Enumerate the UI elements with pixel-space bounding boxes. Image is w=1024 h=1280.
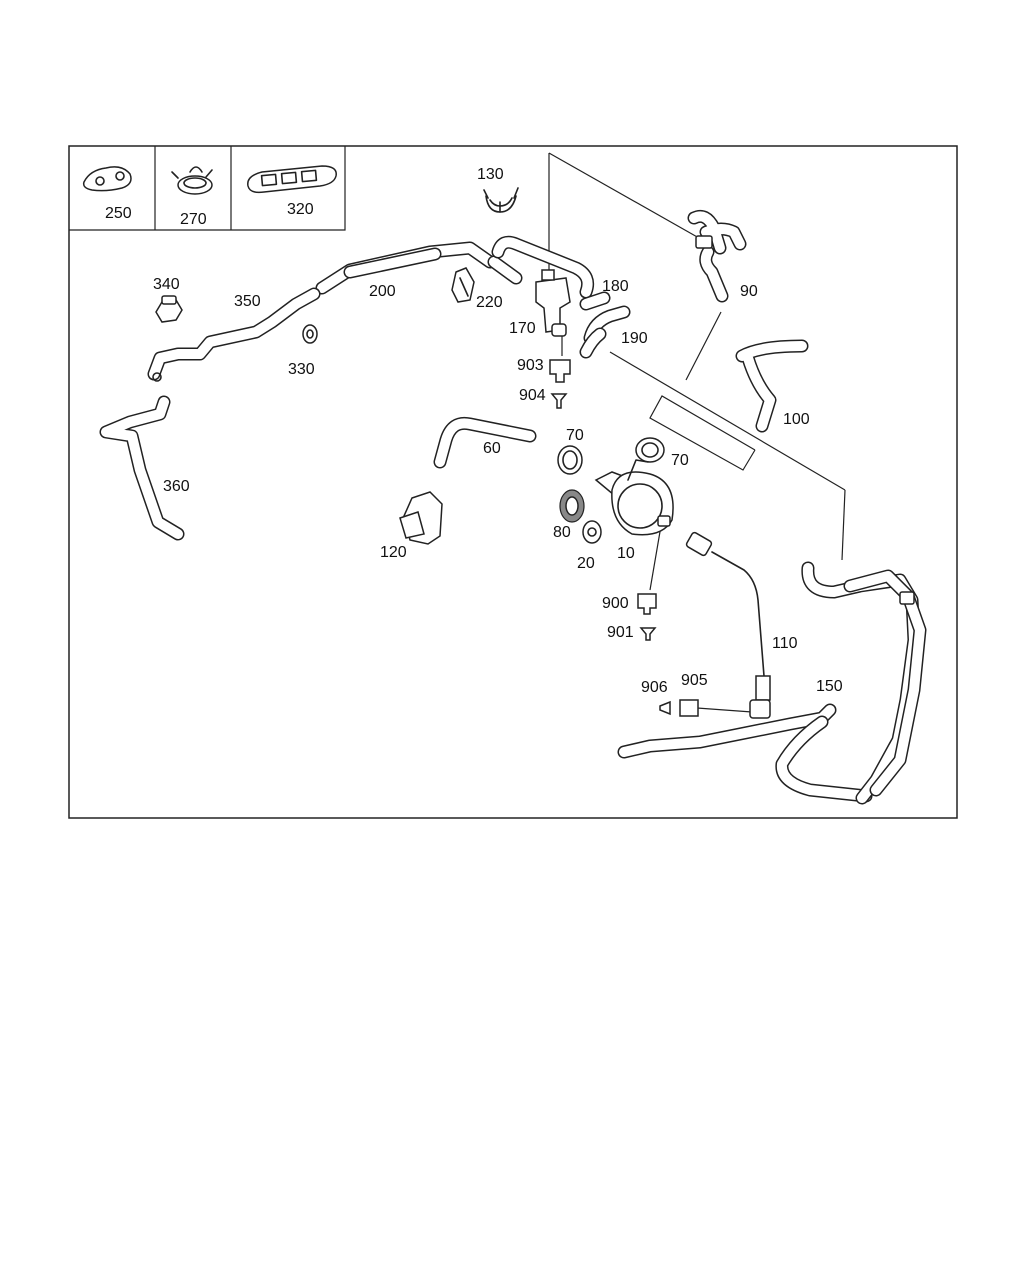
fastener-900 (637, 593, 657, 615)
fastener-905 (679, 699, 699, 717)
clip-130 (483, 187, 519, 213)
inset-boxes (69, 146, 346, 231)
nut-340 (155, 295, 183, 323)
harness-150 (617, 561, 927, 805)
label-60: 60 (483, 440, 501, 457)
label-70-left: 70 (566, 427, 584, 444)
hose-180 (579, 291, 611, 311)
part-labels: 250 270 320 130 340 350 200 220 180 90 1… (105, 166, 843, 696)
sensor-110 (685, 531, 771, 719)
nut-20 (582, 520, 602, 544)
hose-190 (579, 305, 631, 359)
part-320-seal-icon (247, 165, 337, 194)
label-905: 905 (681, 672, 708, 689)
label-350: 350 (234, 293, 261, 310)
pipe-350 (147, 287, 321, 382)
clamp-70-left (557, 445, 583, 475)
part-250-gasket-icon (82, 166, 132, 192)
label-220: 220 (476, 294, 503, 311)
grommet-80 (559, 489, 585, 523)
label-10: 10 (617, 545, 635, 562)
label-20: 20 (577, 555, 595, 572)
label-904: 904 (519, 387, 546, 404)
label-70-right: 70 (671, 452, 689, 469)
hose-360 (99, 395, 185, 541)
label-130: 130 (477, 166, 504, 183)
pump-10 (594, 459, 674, 536)
label-200: 200 (369, 283, 396, 300)
clamp-70-right (635, 437, 665, 463)
fastener-904 (550, 393, 568, 409)
fastener-903 (549, 359, 571, 383)
label-903: 903 (517, 357, 544, 374)
part-270-clamp-icon (171, 166, 213, 195)
label-80: 80 (553, 524, 571, 541)
label-180: 180 (602, 278, 629, 295)
label-270: 270 (180, 211, 207, 228)
label-190: 190 (621, 330, 648, 347)
label-906: 906 (641, 679, 668, 696)
label-150: 150 (816, 678, 843, 695)
hose-90 (687, 209, 747, 303)
label-320: 320 (287, 201, 314, 218)
label-110: 110 (772, 635, 798, 652)
label-90: 90 (740, 283, 758, 300)
clip-220 (451, 267, 475, 303)
diagram-frame (68, 145, 958, 819)
fastener-901 (639, 627, 657, 641)
label-360: 360 (163, 478, 190, 495)
label-100: 100 (783, 411, 810, 428)
hose-100 (735, 339, 809, 433)
label-170: 170 (509, 320, 536, 337)
label-250: 250 (105, 205, 132, 222)
hose-60 (433, 416, 537, 469)
bracket-120 (399, 491, 443, 545)
valve-170 (535, 269, 571, 337)
washer-330 (302, 324, 318, 344)
hose-top-loop (491, 235, 595, 299)
label-330: 330 (288, 361, 315, 378)
fastener-906 (659, 700, 671, 716)
hose-200 (315, 241, 523, 295)
label-340: 340 (153, 276, 180, 293)
label-900: 900 (602, 595, 629, 612)
label-120: 120 (380, 544, 407, 561)
label-901: 901 (607, 624, 634, 641)
